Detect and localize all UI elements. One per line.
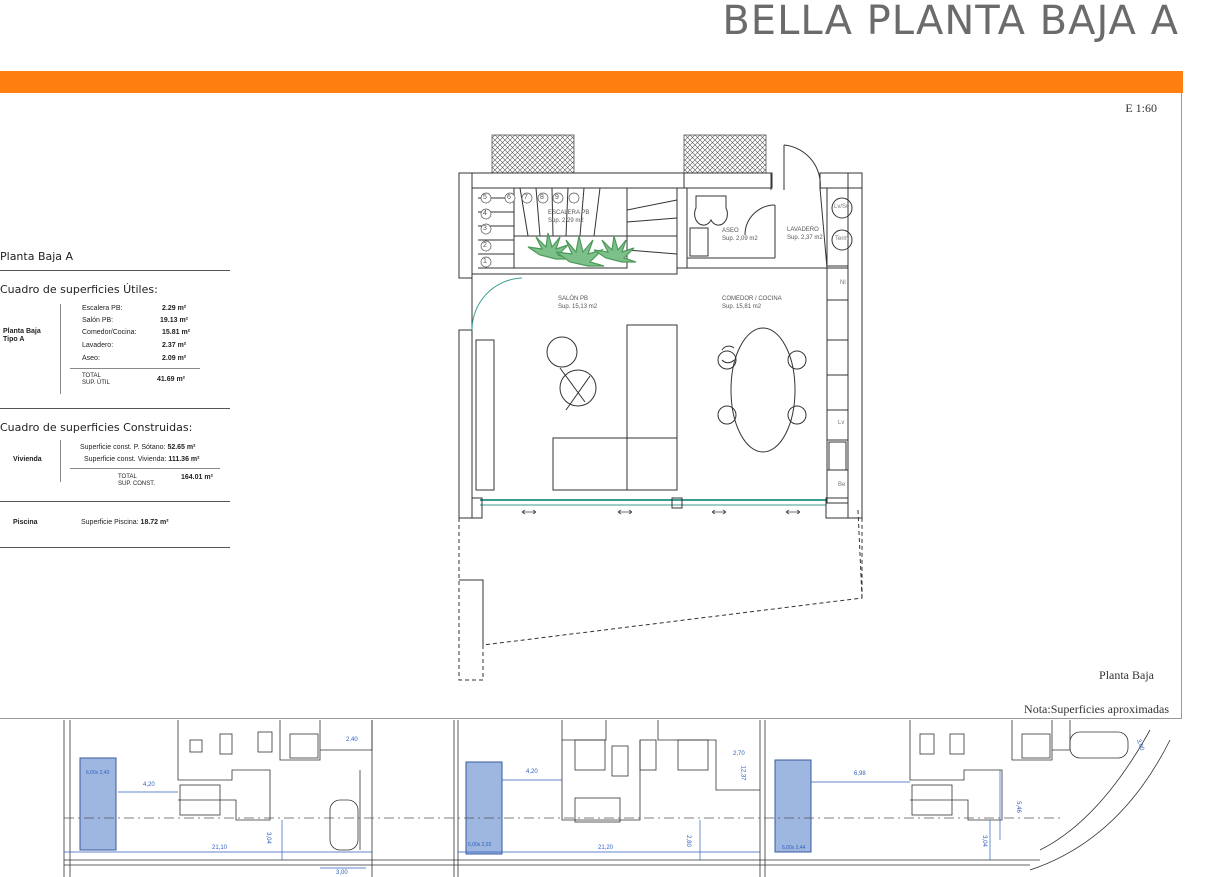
step-number: 4 (483, 210, 487, 217)
useful-value: 19.13 m² (160, 317, 189, 324)
useful-value: 2.37 m² (162, 342, 187, 349)
divider (0, 547, 230, 548)
step-number: 2 (483, 242, 487, 249)
room-area: Sup. 15,81 m2 (722, 304, 762, 310)
step-number: 9 (555, 194, 559, 201)
useful-value: 2.29 m² (162, 305, 187, 312)
useful-total-label: TOTAL SUP. ÚTIL (82, 373, 110, 386)
useful-row: Salón PB: (82, 317, 114, 324)
useful-group: Planta Baja Tipo A (3, 328, 41, 343)
dimension-label: 3,00 (336, 870, 348, 876)
floor-label: Planta Baja (1099, 668, 1154, 682)
hatched-planter (683, 134, 767, 174)
divider (0, 501, 230, 502)
built-group: Vivienda (13, 456, 42, 463)
appliance-label: Be (838, 482, 846, 488)
scale-label: E 1:60 (1125, 101, 1157, 115)
pool-label: 6,00x 2,92 (468, 842, 492, 848)
useful-total: 41.69 m² (157, 376, 186, 383)
useful-row: Aseo: (82, 355, 100, 362)
floor-plan (458, 134, 863, 681)
useful-value: 15.81 m² (162, 329, 191, 336)
dimension-label: 2,40 (346, 737, 358, 743)
built-group-line (60, 440, 61, 482)
room-label: COMEDOR / COCINA (722, 296, 782, 302)
useful-group-line (60, 304, 61, 394)
dimension-label: 4,20 (143, 782, 155, 788)
dimension-label: 3,04 (980, 835, 987, 847)
pool-row: Superficie Piscina: 18.72 m² (81, 519, 169, 526)
step-number: 8 (540, 194, 544, 201)
room-area: Sup. 2,37 m2 (787, 235, 823, 241)
page-title: BELLA PLANTA BAJA A (722, 0, 1179, 44)
built-total-label: TOTAL SUP. CONST. (118, 474, 155, 487)
useful-value: 2.09 m² (162, 355, 187, 362)
room-label: ESCALERA PB (548, 210, 590, 216)
dimension-label: 2,70 (733, 751, 745, 757)
room-area: Sup. 2,09 m2 (722, 236, 758, 242)
built-total: 164.01 m² (181, 474, 213, 481)
built-row: Superficie const. P. Sótano: 52.65 m² (80, 444, 196, 451)
pool-label: 6,00x 2,40 (86, 770, 110, 776)
step-number: 3 (483, 225, 487, 232)
total-line (70, 368, 200, 369)
useful-title: Cuadro de superficies Útiles: (0, 283, 158, 296)
built-row: Superficie const. Vivienda: 111.36 m² (84, 456, 200, 463)
note-label: Nota:Superficies aproximadas (1024, 702, 1169, 716)
step-number: 5 (483, 194, 487, 201)
useful-row: Escalera PB: (82, 305, 123, 312)
divider (0, 270, 230, 271)
step-number: 6 (507, 194, 511, 201)
dimension-label: 21,10 (212, 845, 228, 851)
plan-frame (0, 93, 1182, 719)
divider (0, 408, 230, 409)
room-area: Sup. 15,13 m2 (558, 304, 598, 310)
appliance-label: Nl (840, 280, 846, 286)
dimension-label: 21,20 (598, 845, 614, 851)
hatched-planter (491, 134, 575, 174)
appliance-label: Lv/Sc (834, 204, 850, 210)
dimension-label: 2,80 (684, 835, 691, 847)
pool-group: Piscina (13, 519, 38, 526)
dimension-label: 6,98 (854, 771, 866, 777)
room-label: ASEO (722, 228, 739, 234)
dimension-label: 12,37 (739, 765, 746, 781)
room-label: SALÓN PB (558, 296, 589, 302)
room-area: Sup. 2,29 m2 (548, 218, 584, 224)
accent-bar (0, 71, 1183, 93)
site-plan (63, 720, 1171, 877)
dimension-label: 4,20 (526, 769, 538, 775)
dimension-label: 5,46 (1014, 801, 1021, 813)
pool-label: 6,00x 2,44 (782, 845, 806, 851)
built-title: Cuadro de superficies Construidas: (0, 421, 193, 434)
useful-row: Lavadero: (82, 342, 114, 349)
step-number: 1 (483, 258, 487, 265)
appliance-label: Term (835, 236, 849, 242)
useful-row: Comedor/Cocina: (82, 329, 137, 336)
step-number: 7 (524, 194, 528, 201)
total-line (70, 468, 220, 469)
panel-heading: Planta Baja A (0, 250, 74, 263)
appliance-label: Lv (838, 420, 845, 426)
room-label: LAVADERO (787, 227, 819, 233)
dimension-label: 3,04 (264, 832, 271, 844)
